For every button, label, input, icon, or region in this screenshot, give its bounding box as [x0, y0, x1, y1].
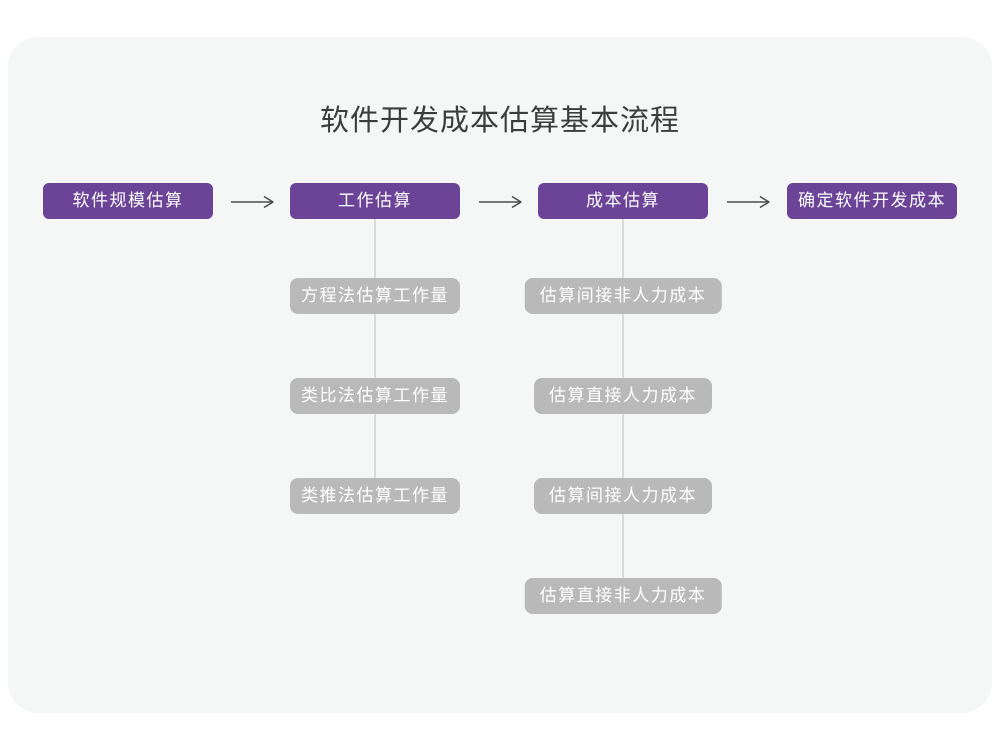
diagram-title: 软件开发成本估算基本流程: [319, 105, 680, 137]
node-indirect-labor-cost: 估算间接人力成本: [534, 478, 712, 514]
node-work-estimation: 工作估算: [290, 183, 460, 219]
node-direct-non-labor-cost: 估算直接非人力成本: [524, 578, 722, 614]
node-indirect-non-labor-cost: 估算间接非人力成本: [524, 278, 722, 314]
arrow-right-icon: [230, 195, 276, 214]
node-equation-method-workload: 方程法估算工作量: [290, 278, 460, 314]
connector-line-work-estimation: [374, 219, 376, 479]
node-software-scale-estimation: 软件规模估算: [43, 183, 213, 219]
node-analogy-method-workload: 类比法估算工作量: [290, 378, 460, 414]
node-extrapolation-method-workload: 类推法估算工作量: [290, 478, 460, 514]
diagram-canvas: 软件开发成本估算基本流程 软件规模估算 工作估算 成本估算 确定软件开发成本 方…: [8, 37, 992, 713]
node-direct-labor-cost: 估算直接人力成本: [534, 378, 712, 414]
node-determine-software-dev-cost: 确定软件开发成本: [787, 183, 957, 219]
arrow-right-icon: [478, 195, 524, 214]
arrow-right-icon: [726, 195, 772, 214]
node-cost-estimation: 成本估算: [538, 183, 708, 219]
